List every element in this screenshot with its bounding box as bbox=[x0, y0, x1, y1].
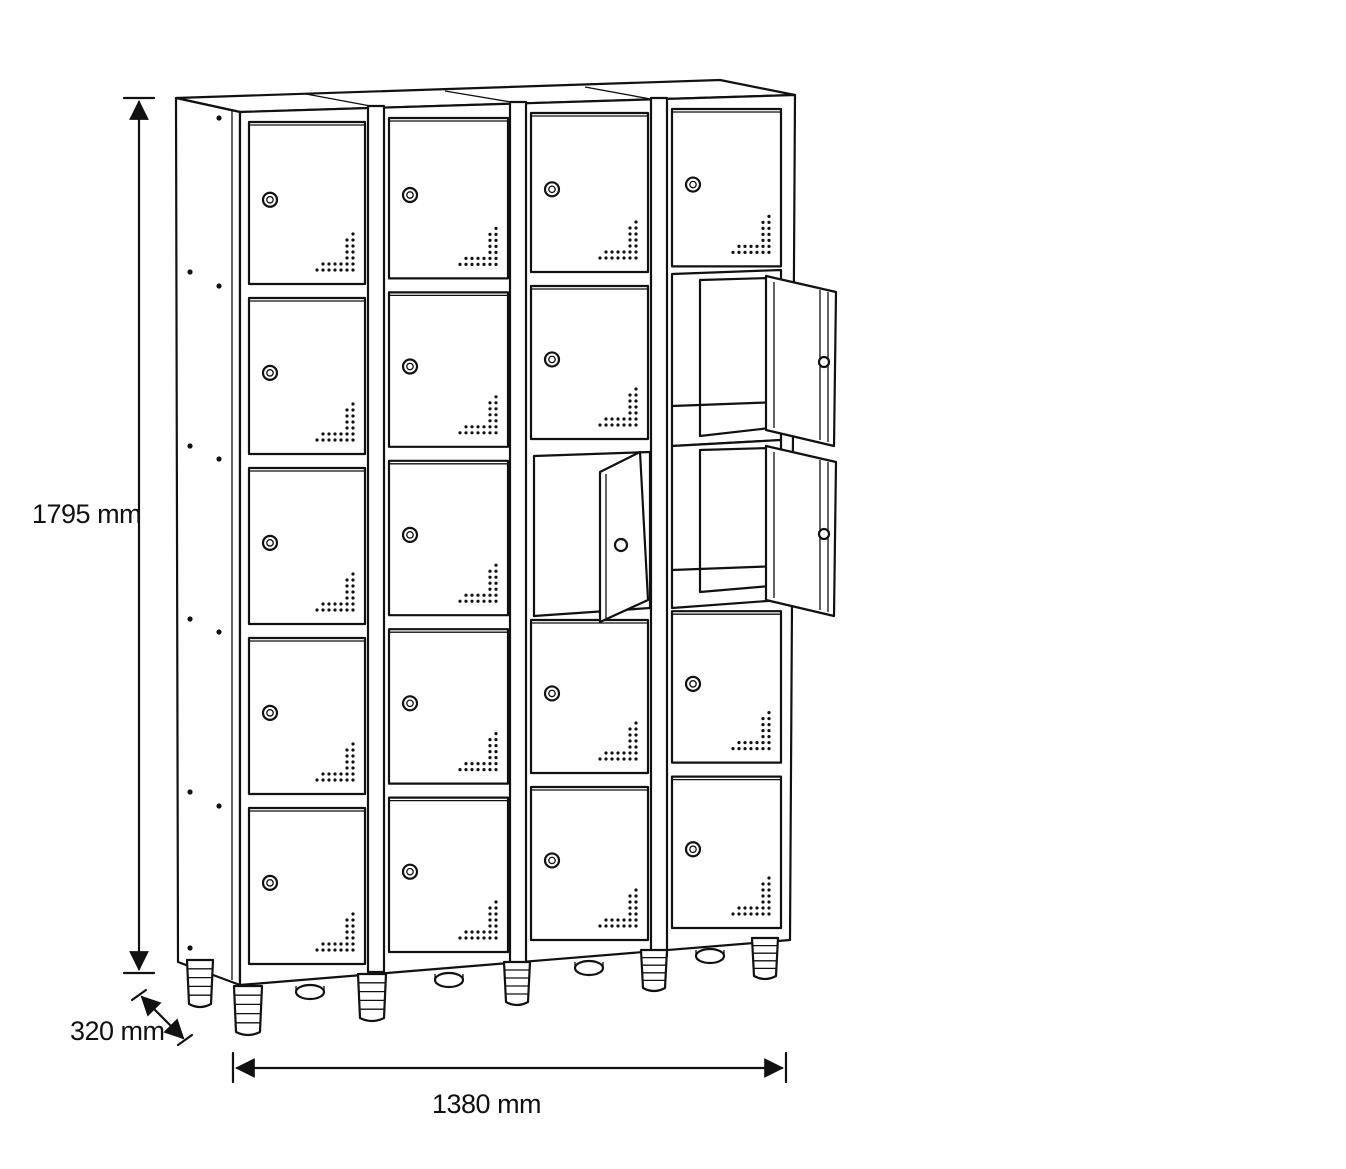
locker-door bbox=[670, 107, 783, 268]
lock-icon bbox=[401, 863, 419, 880]
compartment-back bbox=[698, 276, 772, 438]
back-foot bbox=[694, 947, 726, 965]
lock-icon bbox=[261, 364, 279, 381]
lock-icon bbox=[684, 841, 702, 858]
locker-door bbox=[387, 116, 510, 280]
side-screws bbox=[187, 115, 222, 951]
lock-icon bbox=[261, 874, 279, 891]
locker-door bbox=[387, 628, 510, 785]
locker-door bbox=[387, 796, 510, 954]
locker-door bbox=[387, 459, 510, 617]
ventilation-holes bbox=[315, 742, 355, 782]
lock-icon bbox=[401, 186, 419, 204]
ventilation-holes bbox=[731, 876, 771, 916]
locker-door bbox=[670, 775, 783, 930]
ventilation-holes bbox=[598, 888, 638, 928]
vertical-divider bbox=[508, 100, 528, 966]
height-dimension-label: 1795 mm bbox=[32, 499, 142, 529]
cabinet-legs bbox=[185, 936, 780, 1037]
open-door-col3-row3 bbox=[598, 450, 650, 624]
back-foot bbox=[573, 959, 605, 977]
lock-icon bbox=[684, 176, 702, 193]
leg bbox=[750, 936, 780, 981]
locker-door bbox=[529, 284, 650, 441]
ventilation-holes bbox=[458, 226, 498, 266]
cabinet-left-side bbox=[174, 96, 242, 987]
depth-dimension-line bbox=[140, 995, 185, 1040]
locker-door bbox=[387, 291, 510, 448]
ventilation-holes bbox=[315, 912, 355, 952]
lock-icon bbox=[401, 695, 419, 712]
ventilation-holes bbox=[315, 232, 355, 272]
lock-icon bbox=[817, 355, 831, 369]
lock-icon bbox=[261, 534, 279, 551]
lock-icon bbox=[543, 685, 561, 702]
ventilation-holes bbox=[458, 563, 498, 603]
lock-icon bbox=[401, 526, 419, 544]
locker-door bbox=[529, 618, 650, 775]
open-door-col4-row3 bbox=[764, 444, 838, 618]
open-door-col4-row2 bbox=[764, 274, 838, 448]
lock-icon bbox=[401, 358, 419, 375]
locker-doors bbox=[247, 107, 783, 966]
dimension-lines bbox=[122, 96, 788, 1084]
lock-icon bbox=[684, 675, 702, 692]
lock-icon bbox=[613, 537, 629, 553]
lock-icon bbox=[261, 191, 279, 208]
leg bbox=[185, 958, 215, 1009]
ventilation-holes bbox=[598, 721, 638, 761]
width-dimension-label: 1380 mm bbox=[432, 1089, 542, 1119]
ventilation-holes bbox=[731, 214, 771, 254]
locker-door bbox=[529, 111, 650, 274]
locker-door bbox=[247, 636, 367, 796]
lock-icon bbox=[543, 351, 561, 368]
leg bbox=[356, 972, 388, 1023]
ventilation-holes bbox=[598, 387, 638, 427]
cabinet-body bbox=[174, 78, 797, 987]
lock-icon bbox=[543, 852, 561, 869]
lock-icon bbox=[543, 181, 561, 198]
back-foot bbox=[294, 983, 326, 1001]
ventilation-holes bbox=[315, 402, 355, 442]
ventilation-holes bbox=[731, 711, 771, 751]
locker-door bbox=[247, 120, 367, 286]
ventilation-holes bbox=[598, 220, 638, 260]
back-foot bbox=[433, 971, 465, 989]
locker-door bbox=[247, 296, 367, 456]
ventilation-holes bbox=[458, 900, 498, 940]
open-compartments bbox=[532, 268, 838, 624]
lock-icon bbox=[817, 527, 831, 541]
ventilation-holes bbox=[458, 395, 498, 435]
leg bbox=[639, 948, 669, 993]
leg bbox=[502, 960, 532, 1007]
ventilation-holes bbox=[458, 732, 498, 772]
lock-icon bbox=[261, 704, 279, 721]
compartment-back bbox=[698, 446, 772, 594]
leg bbox=[232, 984, 264, 1037]
ventilation-holes bbox=[315, 572, 355, 612]
vertical-divider bbox=[366, 104, 386, 974]
locker-door bbox=[247, 466, 367, 626]
locker-door bbox=[247, 806, 367, 966]
vertical-divider bbox=[649, 96, 669, 958]
locker-door bbox=[529, 785, 650, 942]
depth-dimension-label: 320 mm bbox=[70, 1016, 165, 1046]
locker-door bbox=[670, 610, 783, 764]
